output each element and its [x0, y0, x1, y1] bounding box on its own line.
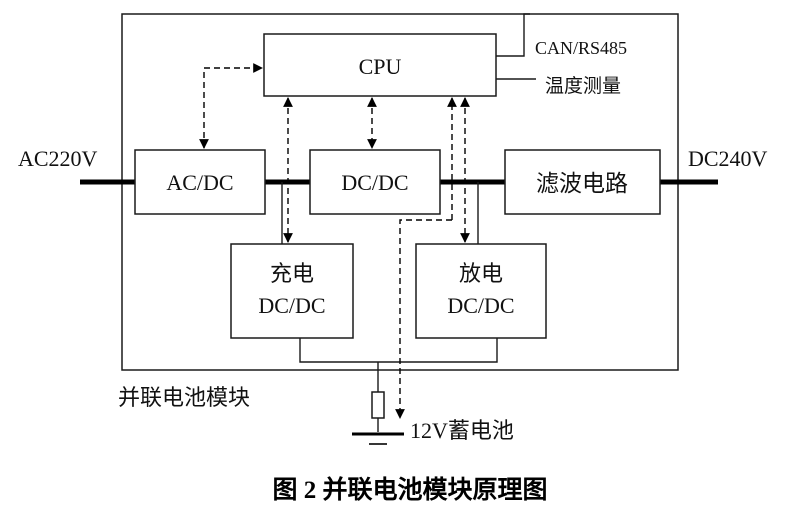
acdc-block	[134, 149, 266, 215]
dc-output-label: DC240V	[688, 146, 768, 171]
filter-block	[504, 149, 661, 215]
ac-input-label: AC220V	[18, 146, 98, 171]
discharge-dcdc-block	[415, 243, 547, 339]
dcdc-label: DC/DC	[341, 170, 408, 195]
cpu-label: CPU	[359, 54, 402, 79]
cpu-block	[263, 33, 497, 97]
temp-measure-label: 温度测量	[545, 75, 621, 97]
fuse-symbol	[371, 391, 385, 419]
charge-label-line2: DC/DC	[258, 293, 325, 318]
cpu-battery-sense-path	[395, 219, 452, 419]
can-rs485-label: CAN/RS485	[535, 38, 627, 58]
cpu-acdc-signal	[199, 63, 263, 149]
battery-label: 12V蓄电池	[410, 418, 514, 443]
figure-caption: 图 2 并联电池模块原理图	[272, 475, 547, 504]
dcdc-block	[309, 149, 441, 215]
battery-common-wire	[299, 338, 498, 363]
can-rs485-wire	[496, 13, 530, 57]
charge-dcdc-block	[230, 243, 354, 339]
filter-label: 滤波电路	[536, 171, 628, 196]
charge-label-line1: 充电	[270, 261, 314, 286]
module-label: 并联电池模块	[118, 385, 250, 410]
acdc-label: AC/DC	[166, 170, 233, 195]
discharge-label-line2: DC/DC	[447, 293, 514, 318]
discharge-label-line1: 放电	[459, 261, 503, 286]
